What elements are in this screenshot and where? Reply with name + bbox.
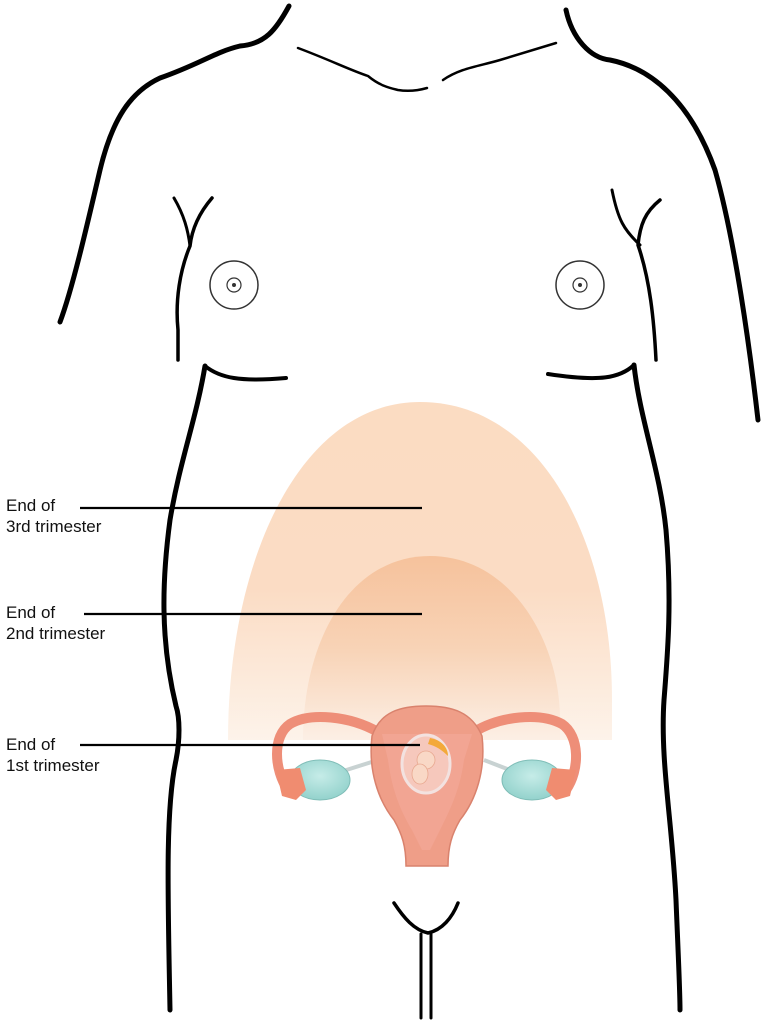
- body-outline: [57, 3, 761, 1020]
- left-nipple: [209, 260, 259, 310]
- right-nipple: [555, 260, 605, 310]
- label-line1: End of: [6, 735, 56, 754]
- label-line2: 2nd trimester: [6, 624, 106, 643]
- label-line2: 3rd trimester: [6, 517, 102, 536]
- left-fimbriae: [276, 768, 306, 800]
- label-second-trimester: End of 2nd trimester: [6, 602, 105, 644]
- label-line1: End of: [6, 496, 56, 515]
- label-third-trimester: End of 3rd trimester: [6, 495, 101, 537]
- placenta: [428, 738, 448, 756]
- right-fimbriae: [546, 768, 576, 800]
- label-line2: 1st trimester: [6, 756, 100, 775]
- second-trimester-region: [303, 556, 560, 740]
- uterine-tubes: [272, 712, 582, 795]
- label-line1: End of: [6, 603, 56, 622]
- label-first-trimester: End of 1st trimester: [6, 734, 100, 776]
- leader-lines: [80, 506, 422, 747]
- fetus: [411, 750, 436, 785]
